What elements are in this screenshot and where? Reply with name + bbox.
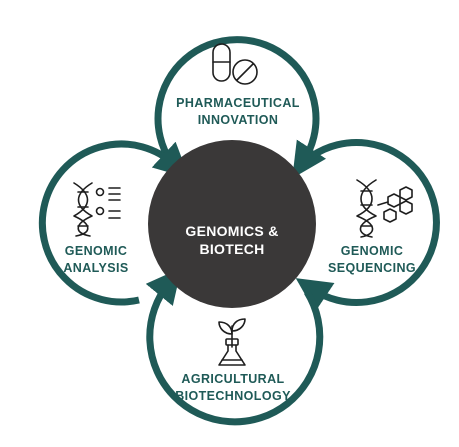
top-node-label-line2: INNOVATION	[198, 113, 279, 127]
left-ring-arc	[38, 140, 190, 306]
center-title-line2: BIOTECH	[199, 241, 264, 257]
center-title-line1: GENOMICS &	[185, 223, 278, 239]
bottom-node-label-line1: AGRICULTURAL	[181, 372, 284, 386]
dna-molecule-icon	[356, 179, 413, 238]
top-node-label-line1: PHARMACEUTICAL	[176, 96, 300, 110]
left-node-label-line2: ANALYSIS	[63, 261, 128, 275]
left-node-label-line1: GENOMIC	[65, 244, 128, 258]
right-node-label-line2: SEQUENCING	[328, 261, 416, 275]
pill-capsule-icon	[212, 43, 258, 85]
plant-flask-icon	[218, 318, 246, 366]
right-node-label-line1: GENOMIC	[341, 244, 404, 258]
center-hub	[148, 140, 316, 308]
right-ring-arc	[295, 139, 440, 313]
top-ring-arc	[154, 36, 327, 179]
dna-list-icon	[73, 182, 121, 237]
bottom-node-label-line2: BIOTECHNOLOGY	[175, 389, 291, 403]
bottom-ring-arc	[145, 267, 324, 426]
